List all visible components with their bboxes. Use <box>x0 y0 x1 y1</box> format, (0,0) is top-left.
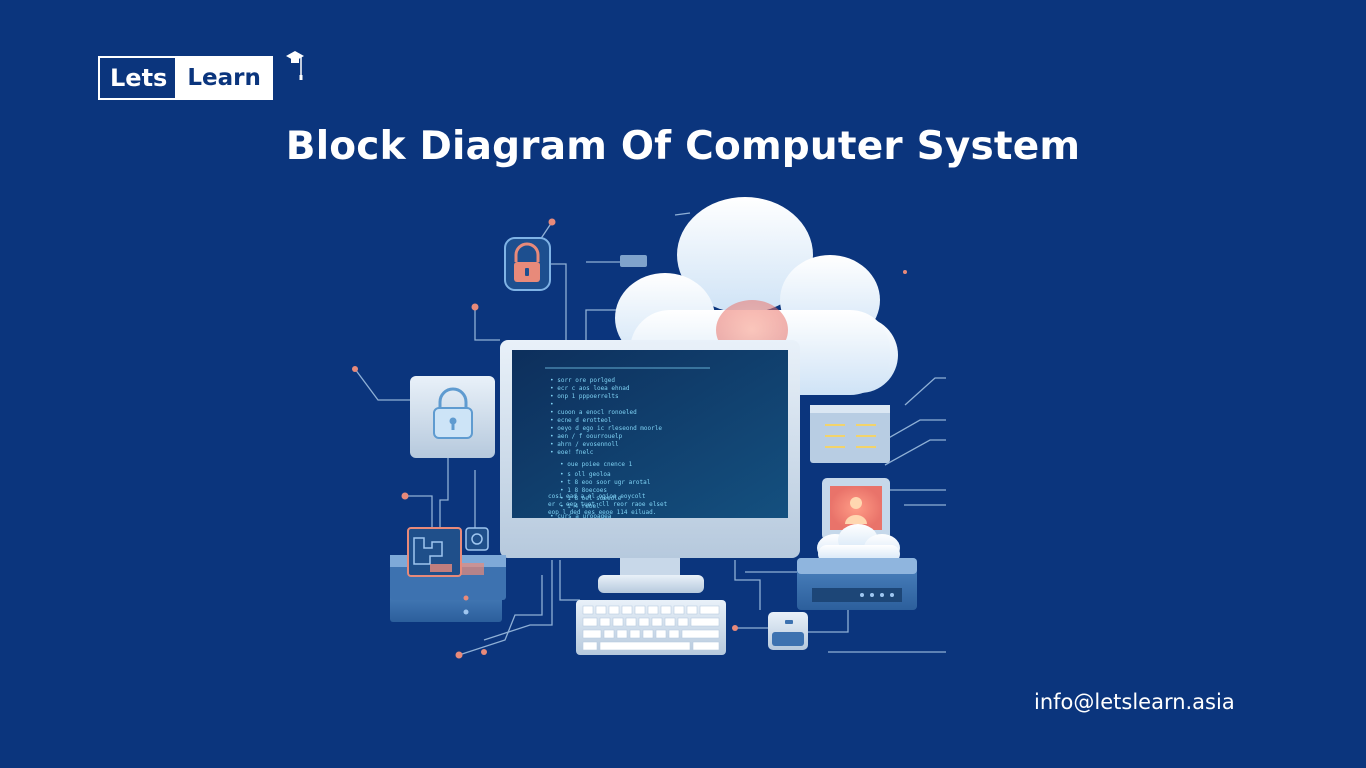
contact-email[interactable]: info@letslearn.asia <box>1034 690 1235 714</box>
svg-text:•: • <box>550 401 554 408</box>
svg-text:• curs a urooagea: • curs a urooagea <box>550 513 612 520</box>
network-device-icon <box>797 558 917 610</box>
keyboard-icon <box>576 600 726 655</box>
padlock-icon <box>504 237 551 291</box>
svg-text:• ecne d erotteol: • ecne d erotteol <box>550 417 612 424</box>
svg-text:• aen / f oourrouelp: • aen / f oourrouelp <box>550 433 623 440</box>
svg-text:• cuoon a enocl ronoeled: • cuoon a enocl ronoeled <box>550 409 637 416</box>
svg-text:• s oll geoloa: • s oll geoloa <box>560 471 611 478</box>
page-title: Block Diagram Of Computer System <box>285 124 1081 169</box>
svg-text:• onp 1 pppoerrelts: • onp 1 pppoerrelts <box>550 393 619 400</box>
svg-text:• eoe! fnelc: • eoe! fnelc <box>550 449 594 456</box>
server-icon <box>810 405 890 463</box>
svg-text:• sorr ore porlged: • sorr ore porlged <box>550 377 615 384</box>
logo-lets-text: Lets <box>100 58 176 98</box>
circuit-lines <box>354 212 946 656</box>
svg-text:eop l ded ees eeoe 114 eiluad.: eop l ded ees eeoe 114 eiluad. <box>548 509 656 516</box>
circuit-nodes <box>352 218 907 659</box>
chip-icon <box>620 255 647 267</box>
brand-logo[interactable]: Lets Learn <box>98 56 273 100</box>
svg-text:• ahrn / evosennoll: • ahrn / evosennoll <box>550 441 619 448</box>
svg-text:er c eep tuet cll reor raoe el: er c eep tuet cll reor raoe elset <box>548 501 668 508</box>
svg-text:• oeyo d ego ic rleseond moorl: • oeyo d ego ic rleseond moorle <box>550 425 662 432</box>
svg-text:cosi ead a el ogioe eoycolt: cosi ead a el ogioe eoycolt <box>548 493 646 500</box>
user-icon <box>822 478 890 540</box>
monitor-icon: • sorr ore porlged • ecr c aos loea ehna… <box>500 340 800 593</box>
mouse-icon <box>768 612 808 650</box>
svg-text:• oue poiee cnence 1: • oue poiee cnence 1 <box>560 461 633 468</box>
svg-text:• 1 8 oel soeeole: • 1 8 oel soeeole <box>560 495 622 502</box>
padlock-panel-icon <box>410 376 495 458</box>
small-cloud-icon <box>817 524 900 563</box>
svg-text:• i 4 reoel: • i 4 reoel <box>560 503 600 510</box>
svg-text:• 1 8 8oecoes: • 1 8 8oecoes <box>560 487 607 494</box>
svg-text:• t 8 eoo soor ugr arotal: • t 8 eoo soor ugr arotal <box>560 479 651 486</box>
circuit-board-icon <box>407 527 489 577</box>
svg-text:• ecr c aos loea ehnad: • ecr c aos loea ehnad <box>550 385 630 392</box>
logo-learn-text: Learn <box>175 58 271 98</box>
graduation-cap-icon <box>286 51 304 80</box>
